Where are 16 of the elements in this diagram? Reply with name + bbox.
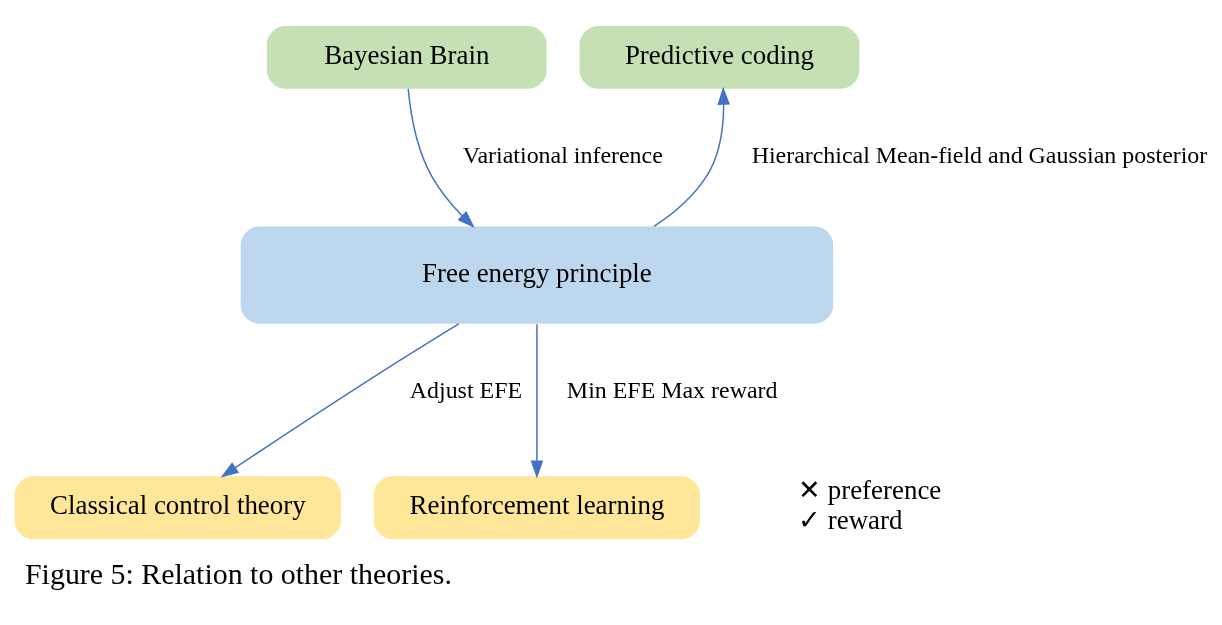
arrow bbox=[220, 323, 460, 478]
arrow bbox=[407, 88, 475, 228]
node-box: Classical control theory bbox=[14, 476, 341, 540]
node-box: Predictive coding bbox=[579, 26, 860, 89]
arrow bbox=[530, 323, 544, 479]
caption: Figure 5: Relation to other theories. bbox=[24, 557, 452, 591]
label: ✕ preference bbox=[798, 475, 942, 506]
edge-label: Hierarchical Mean-field and Gaussian posterior bbox=[751, 142, 1208, 169]
label: ✓ reward bbox=[798, 505, 903, 536]
node-box: Free energy principle bbox=[240, 226, 834, 324]
arrow bbox=[653, 86, 730, 228]
node-box: Reinforcement learning bbox=[373, 476, 700, 540]
edge-label: Min EFE Max reward bbox=[566, 377, 778, 404]
edge-label: Variational inference bbox=[462, 142, 663, 169]
node-box: Bayesian Brain bbox=[266, 26, 547, 89]
edge-label: Adjust EFE bbox=[409, 377, 523, 404]
